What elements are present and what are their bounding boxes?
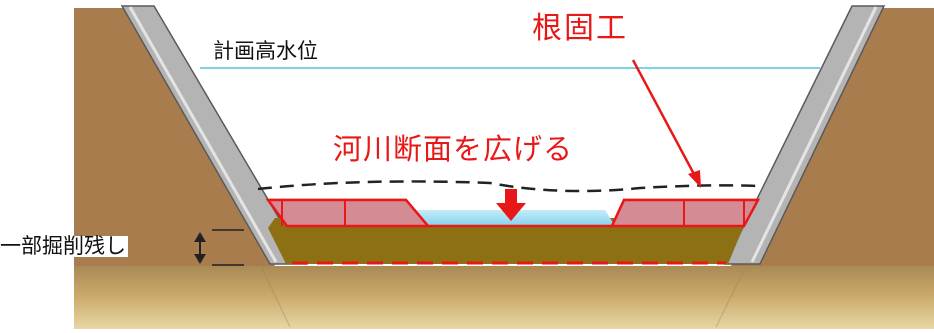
- base-ground-layer: [74, 266, 934, 329]
- widen-river-section-label: 河川断面を広げる: [333, 132, 574, 166]
- ground-seam-right: [715, 267, 746, 328]
- right-root-protection-blocks: [610, 198, 761, 228]
- left-root-protection-blocks: [265, 198, 431, 228]
- dimension-arrow-icon: [194, 229, 244, 266]
- remaining-soil: [268, 218, 743, 264]
- existing-ground-dashed-line: [257, 180, 761, 193]
- left-revetment-highlight: [128, 6, 278, 263]
- low-water-channel: [416, 210, 615, 226]
- partial-excavation-remaining-label: 一部掘削残し: [0, 234, 128, 258]
- root-protection-label: 根固工: [532, 11, 628, 46]
- planned-high-water-level-label: 計画高水位: [213, 39, 318, 63]
- down-arrow-icon: [496, 189, 526, 221]
- left-block-group: [265, 198, 431, 228]
- leader-arrow-icon: [631, 59, 701, 188]
- left-bank-earth: [74, 8, 275, 266]
- ground-seam-left: [261, 267, 291, 328]
- right-revetment-highlight: [750, 6, 878, 263]
